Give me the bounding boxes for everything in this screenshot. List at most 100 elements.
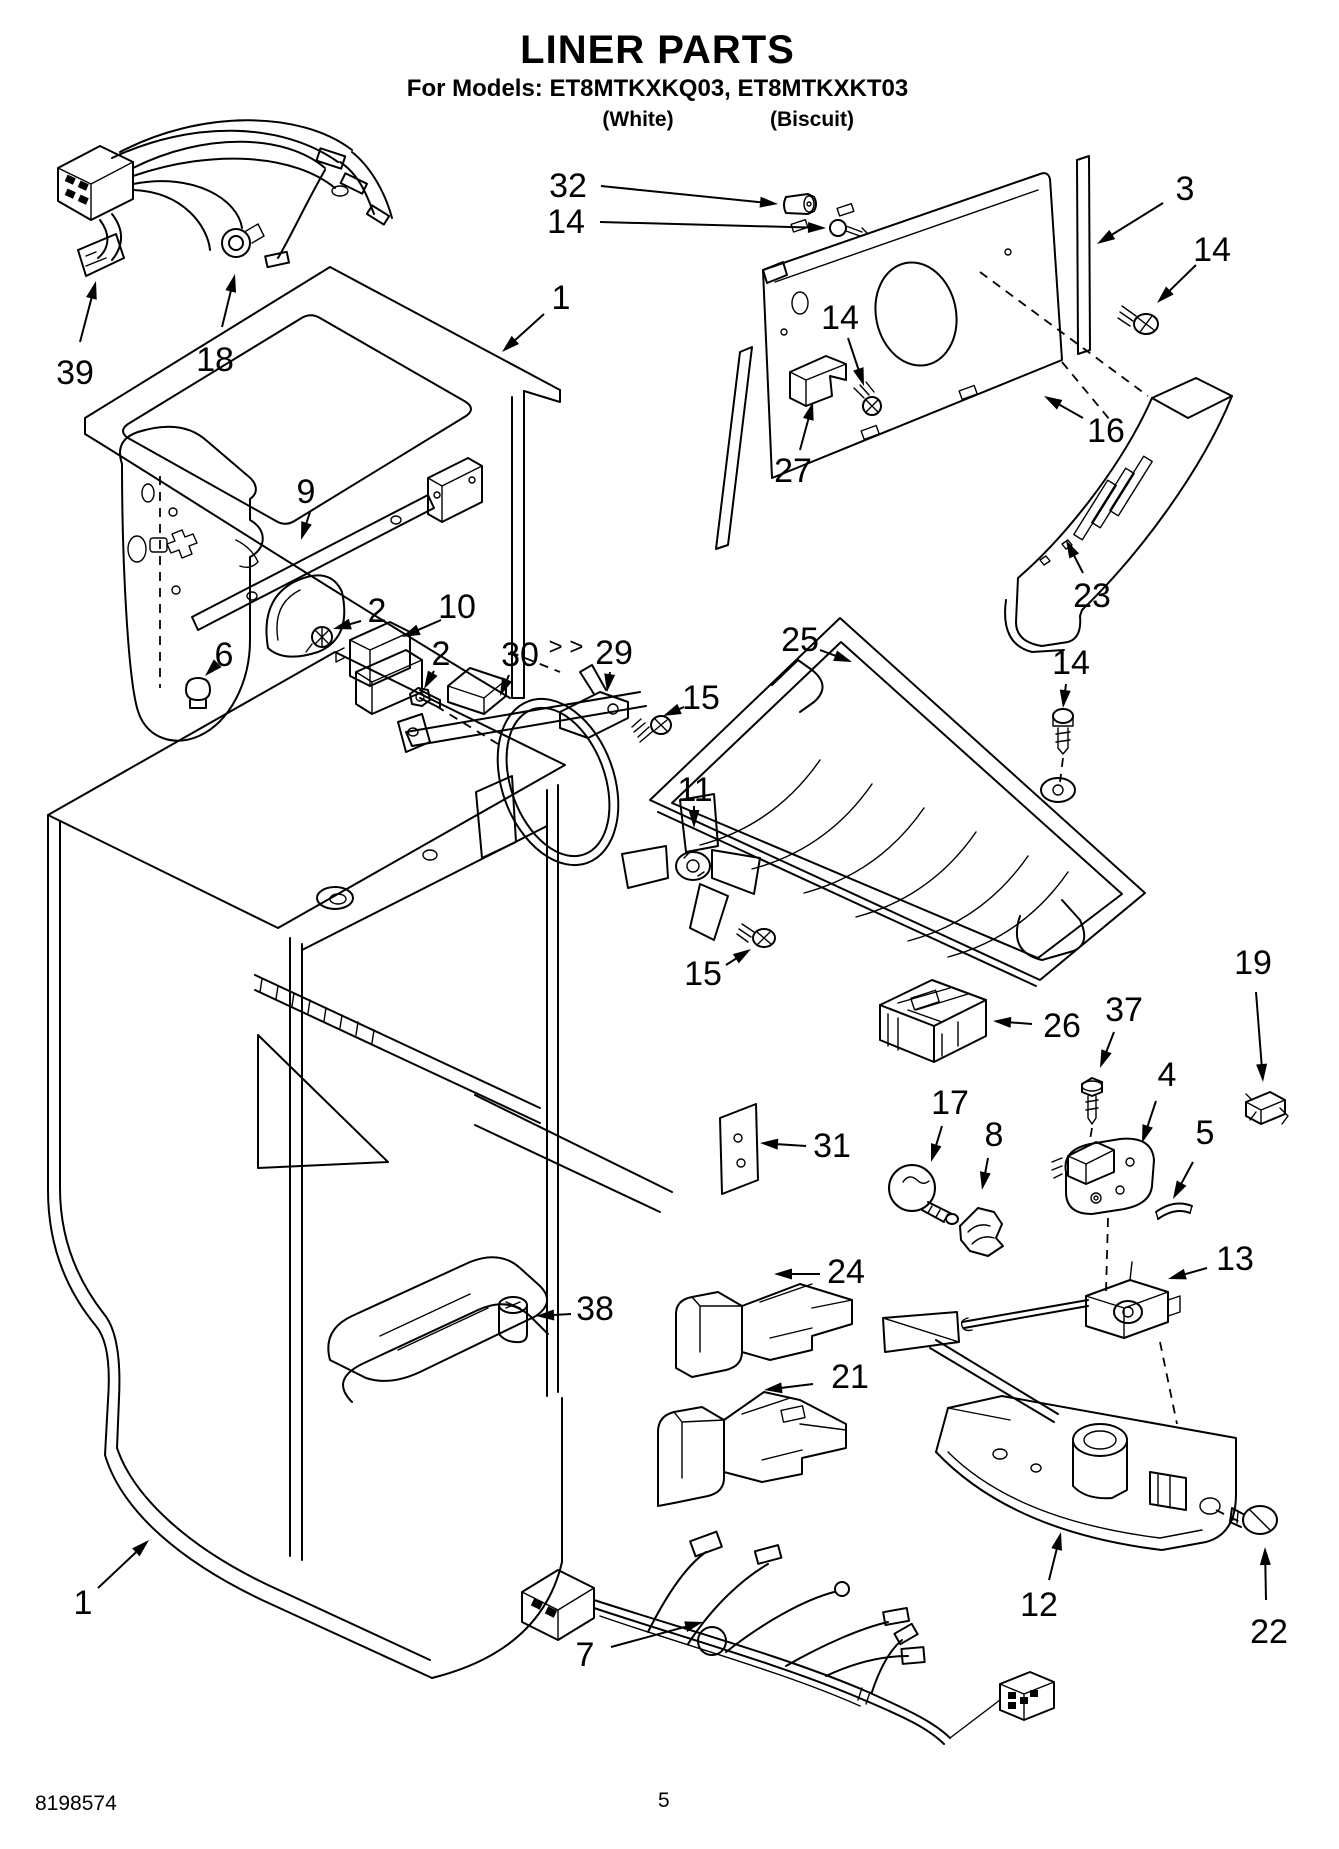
callout-22-36-arrowhead xyxy=(1259,1547,1271,1566)
callout-2: 2 xyxy=(368,592,387,630)
callout-24-32-arrowhead xyxy=(774,1268,792,1280)
liner-top-panel-drawing xyxy=(84,266,561,742)
plate-31-drawing xyxy=(719,1103,759,1195)
callout-31: 31 xyxy=(813,1127,851,1165)
callout-23-10-arrowhead xyxy=(1066,540,1080,559)
color-variant-white: (White) xyxy=(602,108,674,131)
callout-22-36-leader-line xyxy=(1264,1559,1267,1601)
callout-16-7-arrowhead xyxy=(1044,396,1063,410)
callout-5: 5 xyxy=(1196,1114,1215,1152)
callout-1: 1 xyxy=(552,279,571,317)
wire-harness-drawing xyxy=(57,119,393,277)
callout-12-35-leader-line xyxy=(1048,1543,1059,1581)
clip-19-drawing xyxy=(1245,1091,1289,1125)
callout-14: 14 xyxy=(1052,644,1090,682)
foam-cover-24-drawing xyxy=(675,1283,853,1378)
callout-11: 11 xyxy=(677,771,712,809)
foam-cover-21-drawing xyxy=(657,1391,847,1507)
callout-25: 25 xyxy=(781,621,819,659)
seal-drawing xyxy=(1155,1202,1193,1220)
callout-21: 21 xyxy=(831,1358,869,1396)
callout-3: 3 xyxy=(1176,170,1195,208)
callout-27-8-arrowhead xyxy=(802,402,814,421)
callout-18-1-arrowhead xyxy=(225,274,237,293)
control-console-drawing xyxy=(882,1311,1278,1551)
callout-3-5-arrowhead xyxy=(1097,229,1116,244)
callout-10-16-arrowhead xyxy=(402,624,421,637)
callout-3-5-leader-line xyxy=(1107,202,1164,239)
callout-7-37-leader-line xyxy=(610,1624,692,1648)
callout-14-6-arrowhead xyxy=(1157,286,1174,303)
callout-6-14-arrowhead xyxy=(205,659,222,676)
control-box-drawing xyxy=(879,979,987,1063)
callout-1-38-arrowhead xyxy=(132,1540,149,1557)
callout-18: 18 xyxy=(196,341,234,379)
callout-12-35-arrowhead xyxy=(1051,1532,1062,1551)
callout-27: 27 xyxy=(774,452,812,490)
callout-9-13-arrowhead xyxy=(301,521,312,540)
callout-25-11-arrowhead xyxy=(833,650,852,662)
page-title: LINER PARTS xyxy=(520,28,795,72)
callout-12: 12 xyxy=(1020,1586,1058,1624)
callout-14-4-arrowhead xyxy=(807,222,826,234)
callout-38: 38 xyxy=(576,1290,614,1328)
callout-39-0-arrowhead xyxy=(86,281,97,300)
callout-4: 4 xyxy=(1158,1056,1177,1094)
callout-27-8-leader-line xyxy=(799,413,811,451)
callout-2-17-arrowhead xyxy=(424,670,438,689)
callout-21-33-leader-line xyxy=(776,1383,814,1390)
page-number: 5 xyxy=(658,1789,670,1812)
callout-14: 14 xyxy=(1193,231,1231,269)
callout-32-3-arrowhead xyxy=(759,196,778,208)
callout-7-37-arrowhead xyxy=(684,1621,703,1633)
callout-6: 6 xyxy=(215,636,234,674)
callout-1-38-leader-line xyxy=(97,1547,141,1589)
callout-39-0-leader-line xyxy=(79,292,94,343)
callout-15-22-arrowhead xyxy=(732,949,751,964)
callout-13-31-arrowhead xyxy=(1168,1268,1187,1280)
callout-14: 14 xyxy=(547,203,585,241)
callout-17: 17 xyxy=(931,1084,969,1122)
color-variant-biscuit: (Biscuit) xyxy=(770,108,854,131)
callout-14-9-arrowhead xyxy=(853,367,864,386)
roller-38-drawing xyxy=(498,1296,528,1344)
callout-37: 37 xyxy=(1105,991,1143,1029)
thermostat-drawing xyxy=(960,1261,1181,1425)
wire-harness-7-drawing xyxy=(521,1530,1055,1745)
callout-8: 8 xyxy=(985,1116,1004,1154)
callout-19: 19 xyxy=(1234,944,1272,982)
callout-13: 13 xyxy=(1216,1240,1254,1278)
callout-14-9-leader-line xyxy=(847,337,861,375)
callout-14-4-leader-line xyxy=(599,221,814,229)
callout-30: 30 xyxy=(501,636,539,674)
title-block: LINER PARTS For Models: ET8MTKXKQ03, ET8… xyxy=(0,28,1315,103)
callout-15: 15 xyxy=(682,679,720,717)
light-bulb-drawing xyxy=(888,1164,959,1225)
callout-8-27-arrowhead xyxy=(979,1171,991,1190)
callout-37-24-arrowhead xyxy=(1100,1049,1112,1068)
callout-26: 26 xyxy=(1043,1007,1081,1045)
callout-19-28-arrowhead xyxy=(1256,1063,1268,1082)
callout-22: 22 xyxy=(1250,1613,1288,1651)
callout-32-3-leader-line xyxy=(600,185,766,204)
callout-31-25-leader-line xyxy=(772,1142,807,1147)
callout-7: 7 xyxy=(576,1636,595,1674)
decor-mark-0: > > xyxy=(549,633,584,660)
liner-cabinet-drawing xyxy=(47,651,673,1679)
callout-26-23-arrowhead xyxy=(993,1016,1012,1028)
document-number: 8198574 xyxy=(35,1792,117,1815)
callout-2: 2 xyxy=(432,635,451,673)
callout-15-20-arrowhead xyxy=(663,703,682,716)
callout-17-26-arrowhead xyxy=(931,1143,942,1162)
callout-16: 16 xyxy=(1087,412,1125,450)
callout-30-18-arrowhead xyxy=(500,677,513,696)
defrost-timer-drawing xyxy=(1051,1137,1155,1293)
callout-5-30-arrowhead xyxy=(1173,1180,1187,1199)
callout-18-1-leader-line xyxy=(221,285,233,328)
callout-31-25-arrowhead xyxy=(760,1138,779,1150)
callout-4-29-arrowhead xyxy=(1142,1124,1153,1143)
callout-14-6-leader-line xyxy=(1165,264,1197,295)
